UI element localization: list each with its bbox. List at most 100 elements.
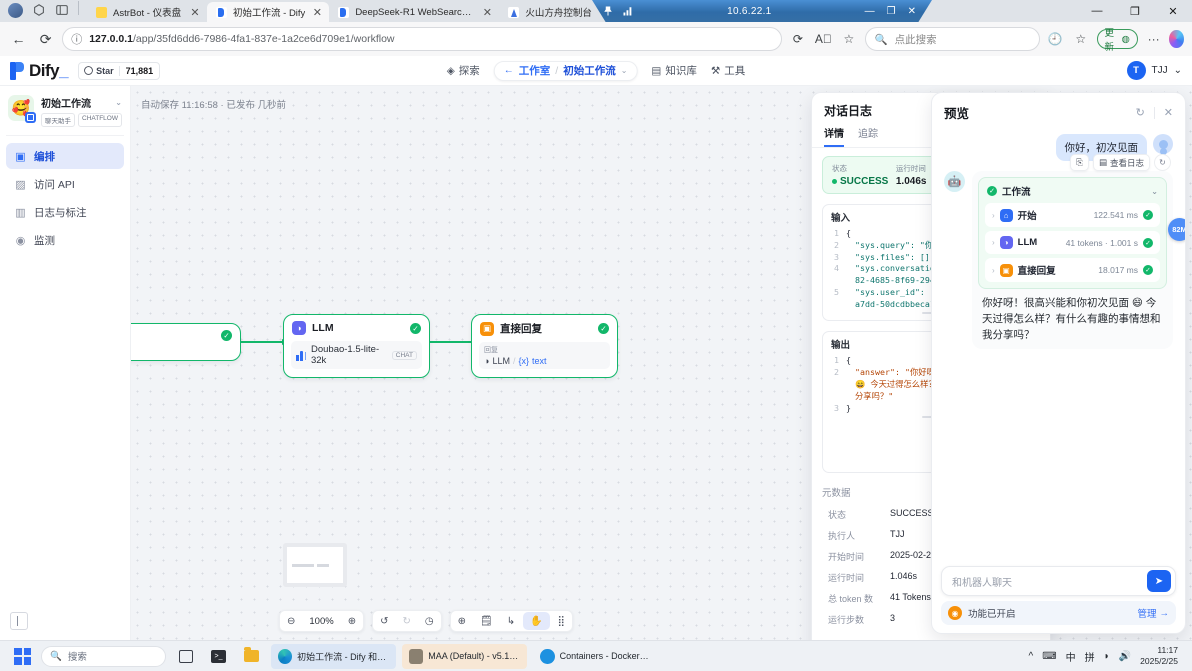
hand-tool-button[interactable]: ✋ — [523, 612, 550, 630]
profile-avatar-icon[interactable] — [8, 2, 23, 18]
taskbar-search-input[interactable]: 🔍 搜索 — [41, 645, 166, 667]
breadcrumb[interactable]: ← 工作室 / 初始工作流 ⌄ — [493, 60, 638, 81]
browser-maximize-button[interactable]: ❐ — [1130, 5, 1140, 18]
copy-message-button[interactable]: ⎘ — [1070, 154, 1089, 171]
tray-expand-icon[interactable]: ^ — [1028, 650, 1034, 662]
browser-tab-dify-workflow[interactable]: 初始工作流 - Dify ✕ — [207, 2, 330, 22]
workflow-step-llm[interactable]: › ◑ LLM 41 tokens · 1.001 s ✓ — [985, 231, 1160, 254]
redo-button[interactable]: ↻ — [402, 615, 411, 627]
node-answer[interactable]: ▣ 直接回复 ✓ 回复 ◑ LLM / {x} text — [471, 314, 618, 378]
chevron-down-icon[interactable]: ⌄ — [115, 98, 122, 107]
restart-icon[interactable]: ↻ — [1135, 107, 1145, 119]
pin-icon[interactable] — [602, 5, 614, 17]
close-icon[interactable]: ✕ — [1163, 107, 1173, 119]
wifi-icon[interactable]: ◗ — [1103, 650, 1110, 662]
info-icon[interactable]: ⓘ — [71, 34, 83, 46]
tab-actions-icon[interactable] — [55, 3, 69, 17]
windows-start-icon[interactable] — [14, 647, 31, 665]
tab-close-icon[interactable]: ✕ — [482, 6, 492, 19]
dify-logo[interactable]: Dify_ — [10, 60, 69, 81]
workflow-step-start[interactable]: › ⌂ 开始 122.541 ms ✓ — [985, 203, 1160, 227]
chevron-down-icon[interactable]: ⌄ — [1173, 65, 1182, 76]
add-node-button[interactable]: ⊕ — [457, 615, 466, 627]
read-aloud-icon[interactable]: A᷎ — [814, 32, 832, 46]
floating-size-badge[interactable]: 82M — [1168, 218, 1185, 241]
pointer-tool-button[interactable]: ↳ — [506, 615, 516, 627]
copilot-icon[interactable] — [1169, 30, 1185, 48]
workflow-trace-card[interactable]: ✓ 工作流 ⌄ › ⌂ 开始 122.541 ms ✓ — [978, 177, 1167, 289]
browser-tab-volcano[interactable]: 火山方舟控制台 — [499, 2, 620, 22]
header-user[interactable]: T TJJ ⌄ — [1126, 61, 1182, 80]
reload-button[interactable]: ⟳ — [39, 30, 52, 47]
preview-chat[interactable]: 你好，初次见面 🤖 ⎘ ▤ 查看日志 ↻ — [932, 126, 1185, 560]
chevron-right-icon[interactable]: › — [992, 265, 995, 275]
undo-button[interactable]: ↺ — [380, 615, 389, 627]
manage-features-button[interactable]: 管理 → — [1137, 606, 1169, 621]
search-input[interactable]: 🔍 点此搜索 — [864, 27, 1040, 51]
tab-close-icon[interactable]: ✕ — [312, 6, 322, 19]
feature-bar[interactable]: ◉ 功能已开启 管理 → — [941, 601, 1176, 625]
more-options-icon[interactable]: ··· — [1147, 32, 1160, 46]
tab-tracing[interactable]: 追踪 — [858, 129, 878, 140]
zoom-out-button[interactable]: ⊖ — [287, 615, 296, 627]
folder-icon[interactable] — [241, 646, 262, 667]
tab-close-icon[interactable]: ✕ — [190, 6, 200, 19]
version-history-button[interactable]: ◷ — [424, 615, 434, 627]
zoom-in-button[interactable]: ⊕ — [347, 615, 357, 627]
tab-detail[interactable]: 详情 — [824, 125, 844, 147]
github-star-button[interactable]: Star 71,881 — [78, 61, 161, 80]
node-start[interactable]: ✓ — [131, 323, 241, 361]
sidebar-item-api[interactable]: ▨ 访问 API — [6, 171, 124, 197]
taskbar-app-edge[interactable]: 初始工作流 - Dify 和另外 — [271, 643, 396, 669]
update-button[interactable]: 更新 ◍ — [1096, 28, 1138, 53]
rdp-restore-button[interactable]: ❐ — [886, 5, 896, 17]
taskbar-app-docker[interactable]: Containers - Docker De — [533, 644, 658, 669]
regenerate-icon[interactable]: ↻ — [1154, 154, 1171, 171]
browser-close-button[interactable]: ✕ — [1168, 5, 1178, 18]
sidebar-item-logs[interactable]: ▥ 日志与标注 — [6, 199, 124, 225]
app-card[interactable]: 🥰 初始工作流 ⌄ 聊天助手 CHATFLOW — [6, 92, 124, 136]
chevron-down-icon[interactable]: ⌄ — [1151, 186, 1158, 196]
dify-logo-accent: _ — [59, 60, 69, 80]
file-explorer-dark-icon[interactable] — [175, 646, 196, 667]
refresh-page-icon[interactable]: ⟳ — [792, 32, 803, 46]
breadcrumb-back-icon[interactable]: ← — [503, 65, 514, 76]
keyboard-icon[interactable]: ⌨ — [1042, 650, 1057, 662]
url-input[interactable]: ⓘ 127.0.0.1/app/35fd6dd6-7986-4fa1-837e-… — [62, 27, 783, 51]
view-log-button[interactable]: ▤ 查看日志 — [1092, 154, 1150, 171]
rdp-minimize-button[interactable]: — — [864, 5, 875, 17]
back-button[interactable]: ← — [11, 31, 26, 47]
sidebar-item-orchestrate[interactable]: ▣ 编排 — [6, 143, 124, 169]
chat-input-bar[interactable]: 和机器人聊天 ➤ — [941, 566, 1176, 596]
taskbar-app-maa[interactable]: MAA (Default) - v5.14.0- — [402, 643, 527, 669]
chevron-down-icon[interactable]: ⌄ — [620, 66, 628, 75]
nav-explore[interactable]: ◈ 探索 — [447, 63, 480, 78]
organize-button[interactable]: ⣿ — [557, 615, 565, 627]
breadcrumb-workspace[interactable]: 工作室 — [518, 65, 551, 77]
terminal-icon[interactable]: >_ — [208, 646, 229, 667]
favorite-star-icon[interactable]: ☆ — [843, 32, 855, 46]
ime-mode-icon[interactable]: 中 — [1065, 652, 1076, 664]
collections-icon[interactable]: ☆ — [1075, 32, 1087, 46]
nav-tools[interactable]: ⚒ 工具 — [711, 63, 745, 78]
taskbar-clock[interactable]: 11:17 2025/2/25 — [1140, 645, 1178, 666]
chevron-right-icon[interactable]: › — [992, 210, 995, 220]
rdp-close-button[interactable]: ✕ — [907, 5, 916, 17]
browser-tab-deepseek[interactable]: DeepSeek-R1 WebSearch - Dify ✕ — [329, 2, 500, 22]
workflow-step-answer[interactable]: › ▣ 直接回复 18.017 ms ✓ — [985, 258, 1160, 282]
model-chip[interactable]: Doubao-1.5-lite-32k CHAT — [291, 341, 422, 369]
sidebar-collapse-button[interactable] — [10, 612, 28, 630]
browser-minimize-button[interactable]: — — [1091, 5, 1103, 17]
chevron-right-icon[interactable]: › — [992, 238, 995, 247]
volume-icon[interactable]: 🔊 — [1118, 650, 1132, 662]
canvas-minimap[interactable] — [283, 543, 347, 587]
nav-knowledge[interactable]: ▤ 知识库 — [651, 63, 696, 78]
browser-tab-astrbot[interactable]: AstrBot - 仪表盘 ✕ — [87, 2, 207, 22]
node-llm[interactable]: ◑ LLM ✓ Doubao-1.5-lite-32k CHAT — [283, 314, 430, 378]
add-note-button[interactable]: 🗒 — [480, 615, 493, 627]
history-icon[interactable]: 🕘 — [1047, 32, 1063, 46]
ime-pinyin-icon[interactable]: 拼 — [1084, 652, 1095, 664]
collections-icon[interactable] — [32, 3, 46, 17]
send-icon[interactable]: ➤ — [1147, 570, 1171, 592]
sidebar-item-monitor[interactable]: ◉ 监测 — [6, 227, 124, 253]
